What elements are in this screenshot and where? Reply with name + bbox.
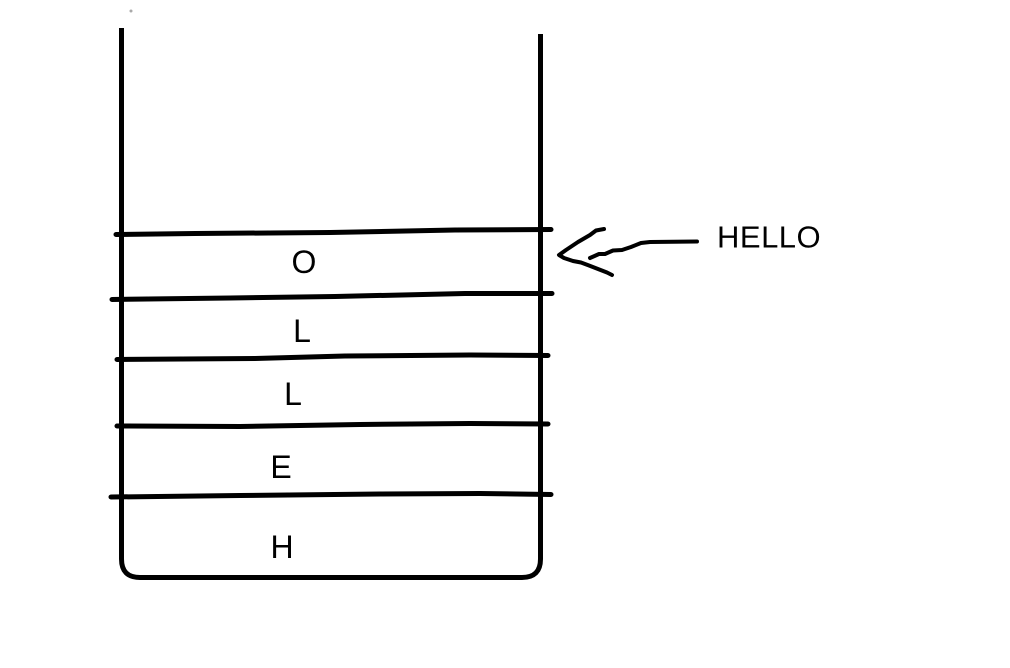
shelf-line-2	[109, 291, 555, 302]
annotation-label: HELLO	[717, 219, 822, 255]
stray-mark	[129, 9, 133, 13]
stack-cell-o: O	[291, 244, 317, 280]
annotation-arrow	[557, 227, 699, 277]
arrow-head	[557, 227, 614, 277]
stack-cell-l2: L	[284, 376, 302, 412]
shelf-line-3	[114, 352, 551, 362]
stack-cell-e: E	[270, 449, 292, 485]
stack-cell-h: H	[270, 529, 294, 565]
shelf-line-5	[108, 490, 554, 500]
shelf-line-1	[113, 227, 554, 237]
arrow-shaft	[588, 239, 699, 260]
stack-cell-l1: L	[293, 313, 311, 349]
stack-container-outline	[119, 28, 543, 580]
shelf-line-4	[114, 420, 551, 430]
